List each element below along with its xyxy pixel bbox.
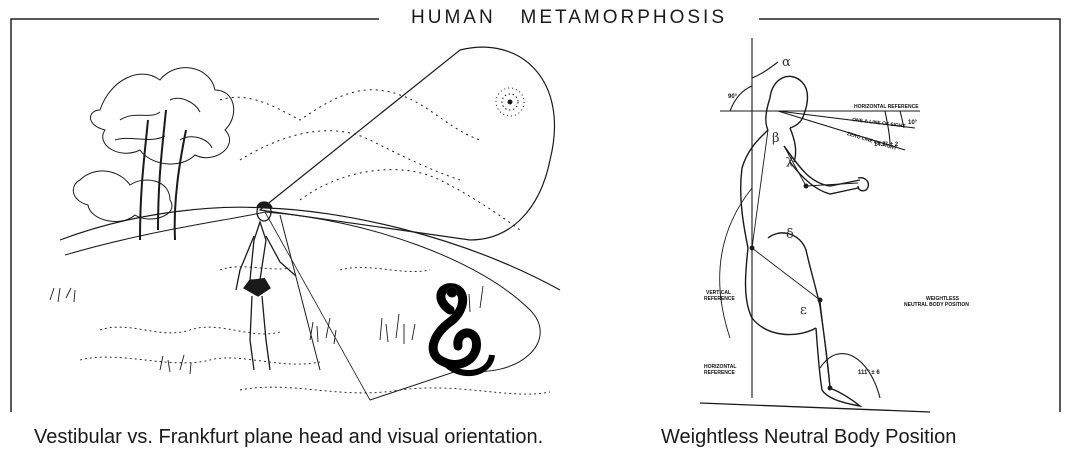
angle-111: 111° ± 6: [858, 370, 880, 376]
angle-epsilon: ε: [800, 303, 807, 318]
label-horizontal-reference-2: REFERENCE: [704, 370, 736, 376]
angle-chi: χ: [786, 153, 794, 168]
angle-delta: δ: [786, 227, 794, 242]
neutral-body-diagram: α β χ δ ε 90° 10° 14.7° ± 2 111° ± 6 HOR…: [690, 38, 1050, 418]
left-caption: Vestibular vs. Frankfurt plane head and …: [34, 424, 543, 450]
angle-alpha: α: [782, 55, 791, 70]
angle-beta: β: [772, 131, 780, 146]
angle-90: 90°: [728, 94, 738, 100]
angle-10: 10°: [908, 120, 918, 126]
label-horizontal-reference-top: HORIZONTAL REFERENCE: [854, 104, 919, 110]
coiled-snake: [433, 287, 492, 373]
body-outline: [741, 76, 869, 406]
figure-title: HUMAN METAMORPHOSIS: [379, 6, 759, 30]
right-caption: Weightless Neutral Body Position: [661, 424, 956, 450]
label-weightless-2: NEUTRAL BODY POSITION: [904, 302, 969, 308]
label-line-of-sight: ONE & LINE OF SIGHT: [852, 117, 906, 129]
standing-man: [236, 202, 320, 370]
joint-lines: [720, 130, 858, 390]
vestibular-illustration: [40, 40, 570, 420]
label-vertical-reference-2: REFERENCE: [704, 296, 736, 302]
tree-cluster: [73, 68, 233, 240]
